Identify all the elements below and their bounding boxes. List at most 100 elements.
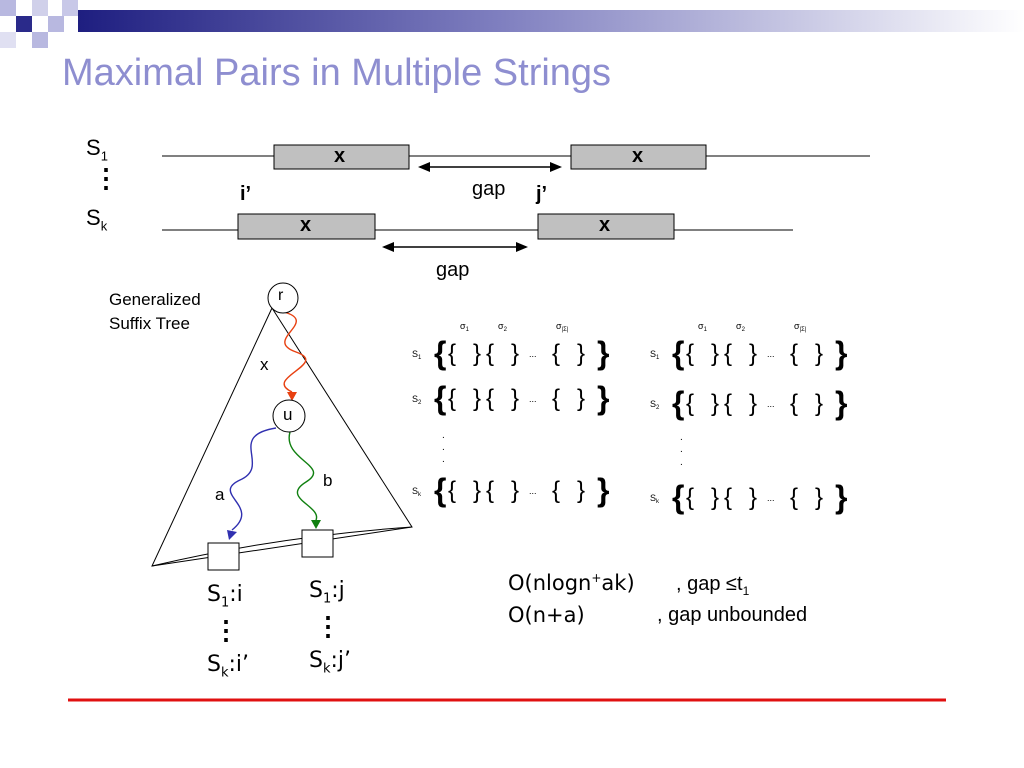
leaf-ellipsis-right: ⋮ (315, 611, 341, 641)
matrix-inner-brace: } (511, 477, 519, 504)
matrix-inner-brace: { (486, 340, 494, 367)
root-node-label: r (278, 287, 284, 304)
header-gradient-bar (78, 10, 1024, 32)
matrix-row-label: S2 (650, 399, 660, 411)
suffix-tree (151, 282, 413, 571)
matrix-inner-brace: { (790, 484, 798, 511)
matrix-row-label: S2 (412, 394, 422, 406)
gap-arrow-top (418, 162, 562, 172)
corner-square (32, 0, 48, 16)
matrix-inner-brace: } (749, 390, 757, 417)
matrix-inner-brace: } (511, 340, 519, 367)
matrix-inner-brace: } (711, 390, 719, 417)
path-b-edge (288, 431, 318, 521)
matrix-inner-brace: { (486, 385, 494, 412)
matrix-inner-brace: { (724, 340, 732, 367)
corner-square (0, 0, 16, 16)
matrix-inner-brace: } (473, 477, 481, 504)
matrix-row-label: S1 (650, 349, 660, 361)
matrix-outer-brace: } (835, 385, 847, 421)
complexity-line2-note: , gap unbounded (657, 604, 808, 626)
matrix-inner-brace: { (448, 385, 456, 412)
label-strings-ellipsis: ⋮ (93, 163, 119, 193)
matrix-inner-brace: { (790, 340, 798, 367)
matrix-outer-brace: { (434, 380, 446, 416)
matrix-outer-brace: } (597, 380, 609, 416)
matrix-inner-brace: { (552, 340, 560, 367)
matrix-inner-brace: } (711, 484, 719, 511)
label-gap-bottom: gap (436, 259, 470, 281)
complexity-line2: O(n+a) (508, 603, 585, 627)
matrix-inner-brace: } (473, 385, 481, 412)
matrix-outer-brace: } (597, 472, 609, 508)
matrix-outer-brace: { (672, 335, 684, 371)
matrix-ellipsis: ... (767, 399, 775, 409)
matrix-col-header: σ1 (460, 321, 470, 333)
node-u-label: u (283, 405, 293, 424)
tree-caption-line2: Suffix Tree (109, 314, 190, 333)
matrix-inner-brace: { (448, 340, 456, 367)
box-x-s1-left (273, 144, 410, 170)
label-i-prime: i’ (240, 183, 252, 205)
edge-a-label: a (215, 485, 225, 504)
box-x-label: x (334, 145, 346, 167)
matrix-inner-brace: { (724, 484, 732, 511)
path-a-edge (229, 427, 277, 531)
label-j-prime: j’ (536, 183, 548, 205)
matrix-vertical-dot: . (680, 444, 683, 455)
matrix-inner-brace: } (473, 340, 481, 367)
box-x-label: x (300, 214, 312, 236)
leaf-label-s1-i: S1:i (207, 582, 243, 611)
complexity-line1: O(nlogn+ak) (508, 571, 635, 595)
matrix-inner-brace: } (815, 340, 823, 367)
leaf-label-sk-j: Sk:j’ (309, 648, 352, 677)
corner-square (16, 16, 32, 32)
leaf-node-right (301, 529, 334, 558)
matrix-row-label: S1 (412, 349, 422, 361)
slide-title: Maximal Pairs in Multiple Strings (62, 52, 612, 94)
matrix-inner-brace: { (552, 477, 560, 504)
matrix-vertical-dot: . (442, 442, 445, 453)
label-gap-top: gap (472, 178, 506, 200)
matrix-col-header: σ2 (736, 321, 746, 333)
matrix-col-header: σ|Σ| (794, 321, 807, 333)
corner-square (0, 32, 16, 48)
box-x-sk-right (537, 213, 675, 240)
leaf-ellipsis-left: ⋮ (213, 615, 239, 645)
matrix-inner-brace: { (724, 390, 732, 417)
path-x-arrowhead (287, 392, 297, 401)
matrix-outer-brace: { (672, 479, 684, 515)
matrix-ellipsis: ... (529, 349, 537, 359)
matrix-col-header: σ|Σ| (556, 321, 569, 333)
tree-caption: Generalized Suffix Tree (109, 288, 201, 336)
matrix-inner-brace: { (790, 390, 798, 417)
matrix-inner-brace: } (577, 385, 585, 412)
matrix-vertical-dot: . (442, 454, 445, 465)
box-x-s1-right (570, 144, 707, 170)
tree-caption-line1: Generalized (109, 290, 201, 309)
matrix-col-header: σ2 (498, 321, 508, 333)
matrix-ellipsis: ... (529, 486, 537, 496)
matrix-row-label: Sk (650, 493, 660, 505)
matrix-inner-brace: } (815, 390, 823, 417)
matrix-ellipsis: ... (767, 349, 775, 359)
matrix-vertical-dot: . (680, 432, 683, 443)
box-x-sk-left (237, 213, 376, 240)
matrix-inner-brace: } (577, 340, 585, 367)
edge-x-label: x (260, 355, 269, 374)
corner-square (62, 0, 78, 16)
matrix-inner-brace: { (448, 477, 456, 504)
label-sk: Sk (86, 205, 108, 234)
matrix-inner-brace: } (749, 340, 757, 367)
matrix-row-label: Sk (412, 486, 422, 498)
matrix-inner-brace: { (686, 390, 694, 417)
matrix-inner-brace: } (511, 385, 519, 412)
matrix-outer-brace: } (835, 335, 847, 371)
matrix-inner-brace: } (749, 484, 757, 511)
tree-outline (151, 306, 413, 567)
edge-b-label: b (323, 471, 333, 490)
gap-arrow-bottom (382, 242, 528, 252)
tree-base-curve (151, 526, 413, 567)
matrix-ellipsis: ... (767, 493, 775, 503)
